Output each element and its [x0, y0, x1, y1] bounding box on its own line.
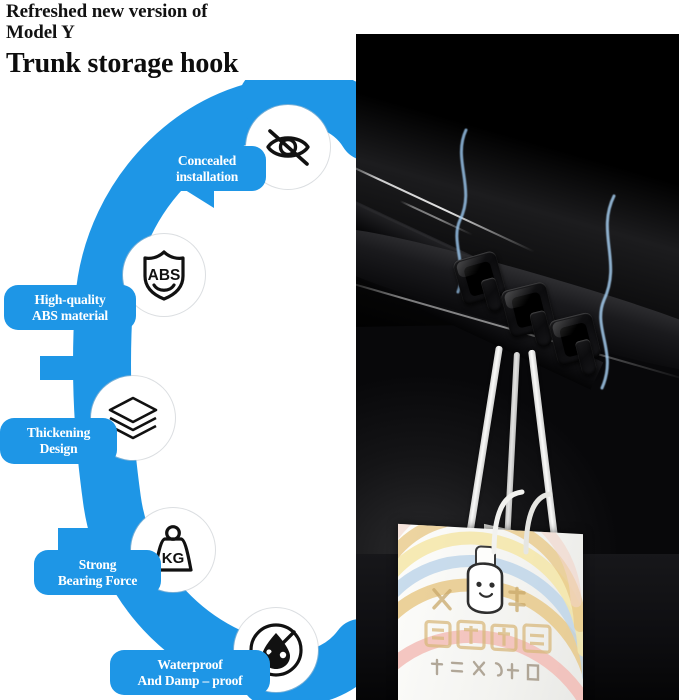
- abs-shield-text: ABS: [148, 267, 181, 284]
- feature-label-waterproof: Waterproof And Damp – proof: [110, 650, 270, 695]
- feature-label-concealed-installation: Concealed installation: [148, 146, 266, 191]
- heading-block: Refreshed new version of Model Y Trunk s…: [4, 0, 352, 80]
- shopping-bag-artwork: [398, 523, 583, 700]
- shopping-bag-handles: [491, 489, 553, 555]
- feature-label-abs-material: High-quality ABS material: [4, 285, 136, 330]
- layers-icon: [108, 396, 158, 440]
- shopping-bag: [398, 523, 583, 700]
- product-photo-panel: [356, 0, 679, 700]
- page-title: Trunk storage hook: [6, 48, 239, 80]
- feature-badge-concealed-installation: [246, 105, 330, 189]
- abs-shield-icon: ABS: [143, 250, 185, 301]
- bag-decorative-glyphs: [424, 586, 552, 681]
- trunk-hook-photo: [356, 34, 679, 700]
- bag-mascot-icon: [466, 545, 504, 615]
- eye-slash-icon: [266, 129, 310, 166]
- feature-badge-abs-material: ABS: [123, 234, 205, 316]
- feature-label-thickening-design: Thickening Design: [0, 418, 117, 464]
- kg-weight-text: KG: [162, 550, 185, 567]
- kg-weight-icon: KG: [153, 525, 193, 572]
- blue-glow-accent-right: [599, 194, 616, 390]
- page-subtitle: Refreshed new version of Model Y: [6, 1, 208, 43]
- feature-infographic-panel: Refreshed new version of Model Y Trunk s…: [0, 0, 356, 700]
- feature-label-bearing-force: Strong Bearing Force: [34, 550, 161, 595]
